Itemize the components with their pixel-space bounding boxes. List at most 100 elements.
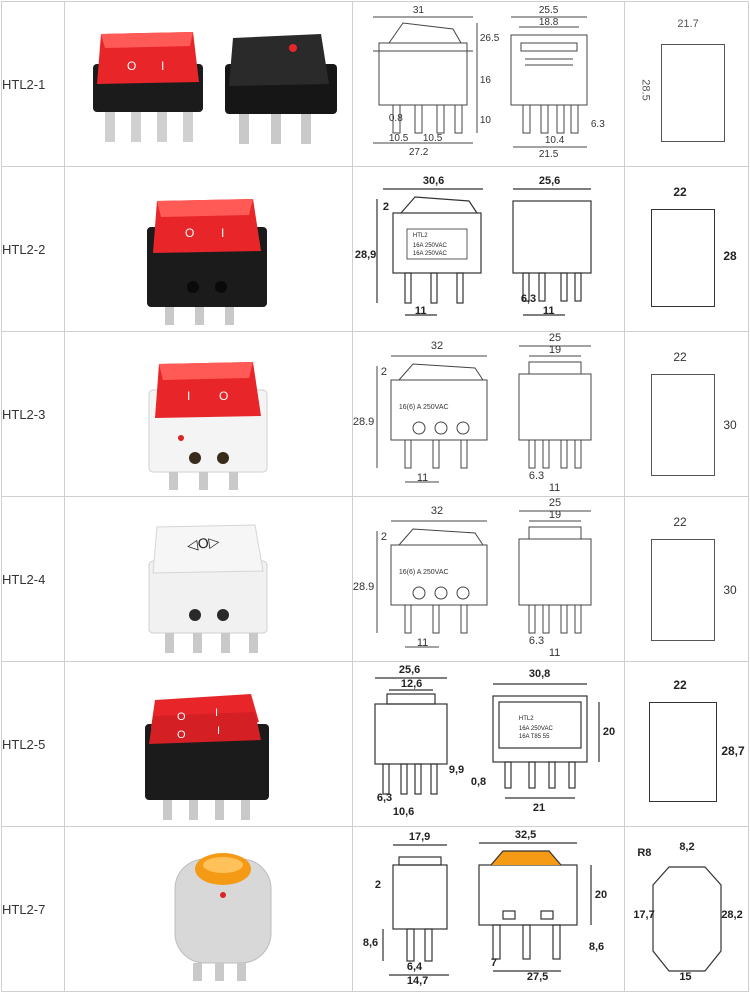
dim-total-height: 28.9 bbox=[352, 416, 375, 428]
product-photo-htl2-2: O I bbox=[64, 166, 353, 332]
label-line: 16A T85 55 bbox=[518, 734, 550, 740]
switch-illustration: O I O I bbox=[145, 694, 270, 820]
dim-width: 32 bbox=[430, 505, 444, 517]
svg-text:I: I bbox=[161, 59, 164, 73]
dim-pin: 11 bbox=[416, 637, 429, 649]
cutout-width: 22 bbox=[673, 515, 687, 529]
dim-top-height: 2 bbox=[382, 201, 389, 213]
svg-text:O: O bbox=[185, 226, 194, 240]
panel-cutout-htl2-2: 22 28 bbox=[624, 166, 749, 332]
dim-front-pitch: 11 bbox=[548, 482, 561, 494]
cutout-height: 28 bbox=[723, 249, 737, 263]
panel-cutout-htl2-7: R8 8,2 17,7 28,2 15 bbox=[624, 826, 749, 992]
dim-front-pitch: 27,5 bbox=[526, 971, 549, 983]
cutout-height: 30 bbox=[723, 583, 737, 597]
cutout-height: 28.5 bbox=[640, 79, 653, 101]
switch-illustration bbox=[148, 524, 268, 653]
dim-pin-thickness: 0.8 bbox=[388, 113, 403, 124]
product-photo-htl2-7 bbox=[64, 826, 353, 992]
dim-pin-width: 6,4 bbox=[406, 961, 423, 973]
cutout-shape bbox=[652, 866, 722, 972]
product-photo-htl2-1: O I bbox=[64, 1, 353, 167]
svg-text:I: I bbox=[221, 226, 224, 240]
svg-text:I: I bbox=[215, 707, 218, 719]
dim-width: 31 bbox=[412, 5, 424, 16]
label-line: 16A 250VAC bbox=[518, 726, 553, 732]
dim-front-width: 25 bbox=[548, 332, 562, 344]
model-label: HTL2-7 bbox=[0, 826, 66, 992]
dim-pin-b: 10.5 bbox=[422, 133, 443, 144]
model-label: HTL2-2 bbox=[0, 166, 66, 332]
dim-front-pin: 6,3 bbox=[520, 293, 537, 305]
dim-total-height: 28,9 bbox=[354, 249, 377, 261]
switch-illustration: I O bbox=[148, 362, 268, 490]
dimension-drawing bbox=[376, 188, 592, 316]
dim-front-height: 20 bbox=[602, 726, 616, 738]
dim-total-width: 27.2 bbox=[408, 147, 429, 158]
dim-front-pin-height: 8,6 bbox=[588, 941, 605, 953]
dim-pin-height: 8,6 bbox=[362, 937, 379, 949]
table-row: HTL2-5 O I O I bbox=[0, 661, 749, 827]
dim-width: 32 bbox=[430, 340, 444, 352]
table-row: HTL2-2 O I bbox=[0, 166, 749, 332]
switch-illustration bbox=[174, 853, 272, 981]
svg-text:O: O bbox=[219, 389, 228, 403]
dim-front-pitch: 10.4 bbox=[544, 135, 565, 146]
dim-pin: 11 bbox=[414, 305, 427, 317]
dim-width: 30,6 bbox=[422, 175, 445, 187]
cutout-rect bbox=[651, 209, 716, 307]
dim-front-pin: 6.3 bbox=[590, 119, 605, 130]
model-label: HTL2-3 bbox=[0, 331, 66, 497]
panel-cutout-htl2-1: 21.7 28.5 bbox=[624, 1, 749, 167]
dim-front-width: 25.5 bbox=[538, 5, 559, 16]
table-row: HTL2-4 ◁O▷ bbox=[0, 496, 749, 662]
svg-text:O: O bbox=[177, 729, 186, 741]
technical-drawing-htl2-3: 32 2 28.9 11 16(6) A 250VAC 25 19 6.3 11 bbox=[351, 331, 626, 497]
svg-text:O: O bbox=[177, 711, 186, 723]
technical-drawing-htl2-4: 32 2 28.9 11 16(6) A 250VAC 25 19 6.3 11 bbox=[351, 496, 626, 662]
dim-front-inner-width: 19 bbox=[548, 344, 562, 356]
cutout-width: 21.7 bbox=[677, 18, 699, 30]
dim-front-thickness: 0,8 bbox=[470, 776, 487, 788]
product-photo-htl2-4: ◁O▷ bbox=[64, 496, 353, 662]
model-label: HTL2-4 bbox=[0, 496, 66, 662]
dim-top-height: 2 bbox=[380, 366, 387, 378]
cutout-bottom-width: 15 bbox=[679, 971, 692, 983]
dim-total-width: 14,7 bbox=[406, 975, 429, 987]
label-line: 16(6) A 250VAC bbox=[398, 569, 449, 576]
model-label: HTL2-5 bbox=[0, 661, 66, 827]
dim-top-height: 2 bbox=[374, 879, 381, 891]
dim-pin-b: 10,6 bbox=[392, 806, 415, 818]
cutout-height: 28,7 bbox=[721, 744, 745, 758]
dim-width: 25,6 bbox=[398, 664, 421, 676]
panel-cutout-htl2-3: 22 30 bbox=[624, 331, 749, 497]
label-line: 16A 250VAC bbox=[412, 251, 447, 257]
dim-front-pitch: 11 bbox=[542, 305, 555, 317]
label-line: HTL2 bbox=[518, 716, 534, 722]
technical-drawing-htl2-5: 25,6 12,6 6,3 10,6 9,9 30,8 20 0,8 21 HT… bbox=[351, 661, 626, 827]
label-line: HTL2 bbox=[412, 233, 428, 239]
dim-width: 17,9 bbox=[408, 831, 431, 843]
cutout-rect bbox=[661, 44, 726, 142]
cutout-width: 22 bbox=[673, 185, 687, 199]
dim-inner-width: 12,6 bbox=[400, 678, 423, 690]
switch-illustration: O I bbox=[93, 32, 338, 144]
panel-cutout-htl2-4: 22 30 bbox=[624, 496, 749, 662]
dim-front-width: 30,8 bbox=[528, 668, 551, 680]
switch-illustration: O I bbox=[147, 199, 268, 325]
dim-front-height: 20 bbox=[594, 889, 608, 901]
label-line: 16(6) A 250VAC bbox=[398, 404, 449, 411]
model-label: HTL2-1 bbox=[0, 1, 66, 167]
table-row: HTL2-7 bbox=[0, 826, 749, 992]
label-line: 16A 250VAC bbox=[412, 243, 447, 249]
dim-front-pitch: 21 bbox=[532, 802, 546, 814]
dim-front-width: 25 bbox=[548, 497, 562, 509]
dim-total-height: 28.9 bbox=[352, 581, 375, 593]
cutout-height: 30 bbox=[723, 418, 737, 432]
table-row: HTL2-1 O I bbox=[0, 1, 749, 167]
dimension-drawing bbox=[376, 345, 592, 483]
dim-pin-a: 10.5 bbox=[388, 133, 409, 144]
cutout-rect bbox=[651, 374, 716, 476]
cutout-mid-height: 17,7 bbox=[633, 909, 655, 921]
